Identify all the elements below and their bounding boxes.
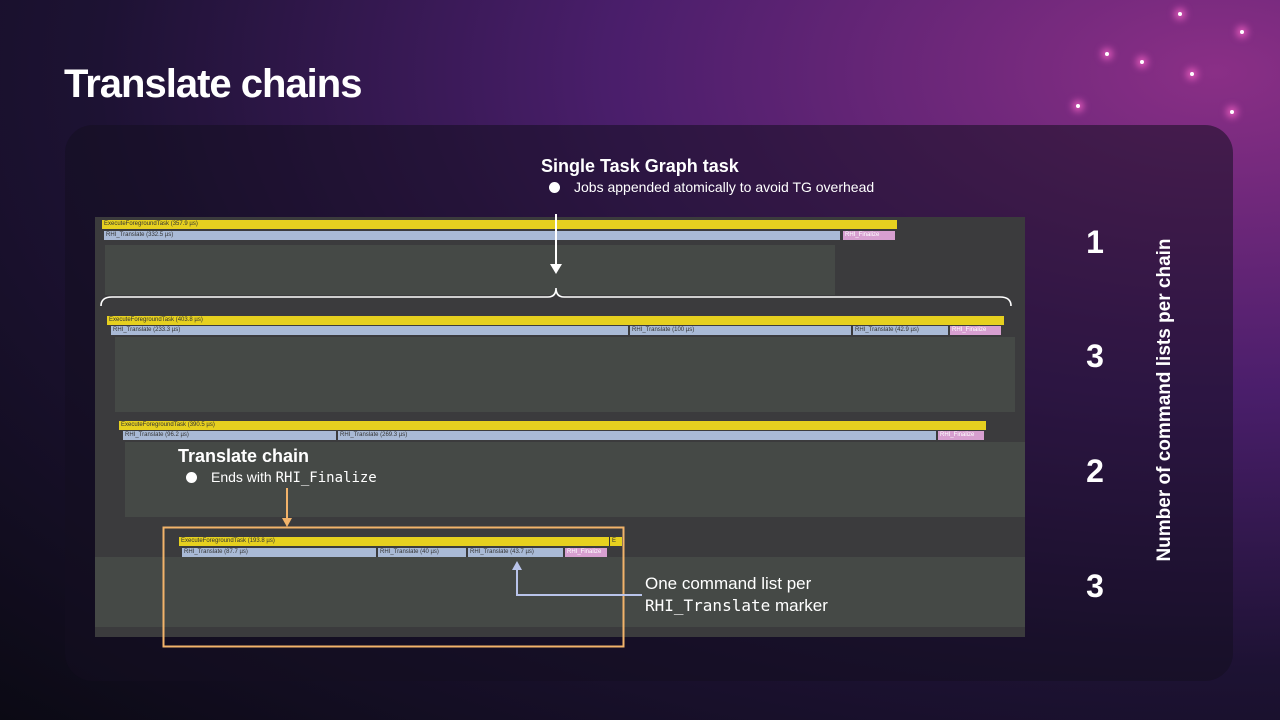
sparkle-icon <box>1076 104 1080 108</box>
brace-icon <box>100 287 1012 307</box>
sparkle-icon <box>1240 30 1244 34</box>
translate-bar: RHI_Translate (100 µs) <box>630 326 851 335</box>
sparkle-icon <box>1230 110 1234 114</box>
sparkle-icon <box>1140 60 1144 64</box>
down-arrow-icon <box>550 214 562 274</box>
top-note: Single Task Graph task Jobs appended ato… <box>541 156 874 195</box>
translate-bar: RHI_Translate (96.2 µs) <box>123 431 336 440</box>
sparkle-icon <box>1178 12 1182 16</box>
chain-note-text: Ends with <box>211 469 276 485</box>
bullet-icon <box>186 472 197 483</box>
translate-bar: RHI_Translate (233.3 µs) <box>111 326 628 335</box>
task-bar: ExecuteForegroundTask (403.8 µs) <box>107 316 1004 325</box>
orange-arrow-icon <box>282 488 292 527</box>
translate-bar: RHI_Translate (332.5 µs) <box>104 231 840 240</box>
finalize-bar: RHI_Finalize <box>938 431 984 440</box>
top-note-heading: Single Task Graph task <box>541 156 739 176</box>
translate-bar: RHI_Translate (269.3 µs) <box>338 431 936 440</box>
sparkle-icon <box>1190 72 1194 76</box>
marker-arrow-icon <box>512 561 642 596</box>
finalize-bar: RHI_Finalize <box>950 326 1001 335</box>
marker-note-code: RHI_Translate <box>645 596 771 615</box>
bullet-icon <box>549 181 560 193</box>
chain-note-code: RHI_Finalize <box>275 470 377 486</box>
translate-bar: RHI_Translate (42.9 µs) <box>853 326 948 335</box>
task-bar: ExecuteForegroundTask (357.9 µs) <box>102 220 897 229</box>
axis-label: Number of command lists per chain <box>1154 238 1175 562</box>
finalize-bar: RHI_Finalize <box>843 231 895 240</box>
profiler-screenshot: ExecuteForegroundTask (357.9 µs) RHI_Tra… <box>95 217 1025 637</box>
sparkle-icon <box>1105 52 1109 56</box>
count-label: 3 <box>1086 338 1104 374</box>
chain-note-heading: Translate chain <box>178 446 310 466</box>
highlight-box <box>162 526 625 648</box>
task-bar-extra: E <box>609 537 622 546</box>
count-label: 3 <box>1086 568 1104 604</box>
top-note-bullet: Jobs appended atomically to avoid TG ove… <box>574 179 875 195</box>
translate-bar: RHI_Translate (40 µs) <box>378 548 466 557</box>
marker-note-suffix: marker <box>770 596 828 615</box>
task-bar: ExecuteForegroundTask (390.5 µs) <box>119 421 986 430</box>
finalize-bar: RHI_Finalize <box>565 548 607 557</box>
marker-note-line1: One command list per <box>645 574 812 593</box>
slide-title: Translate chains <box>64 62 362 106</box>
count-label: 2 <box>1086 453 1104 489</box>
task-bar: ExecuteForegroundTask (193.8 µs) <box>179 537 622 546</box>
translate-bar: RHI_Translate (43.7 µs) <box>468 548 563 557</box>
translate-bar: RHI_Translate (87.7 µs) <box>182 548 376 557</box>
marker-note: One command list per RHI_Translate marke… <box>645 573 828 617</box>
count-label: 1 <box>1086 224 1104 260</box>
chain-note: Translate chain Ends with RHI_Finalize <box>178 446 377 486</box>
